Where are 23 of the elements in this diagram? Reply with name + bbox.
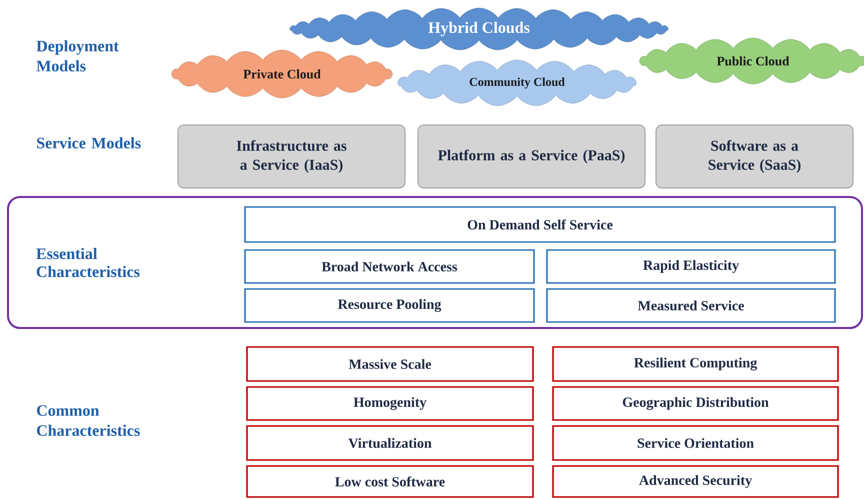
section-label: Common Characteristics: [37, 405, 140, 436]
cloud: Community Cloud: [398, 60, 636, 106]
characteristic-box: Broad Network Access: [244, 249, 535, 284]
characteristic-box: On Demand Self Service: [244, 206, 836, 243]
cloud: Private Cloud: [171, 50, 393, 98]
characteristic-box: Advanced Security: [552, 465, 839, 498]
characteristic-box: Homogenity: [246, 386, 534, 421]
characteristic-box: Rapid Elasticity: [546, 249, 836, 284]
cloud: Public Cloud: [639, 38, 864, 84]
characteristic-box: Resource Pooling: [244, 288, 535, 323]
characteristic-box: Virtualization: [246, 425, 534, 461]
characteristic-box: Massive Scale: [246, 346, 534, 382]
characteristic-box: Low cost Software: [246, 465, 534, 498]
section-label: Service Models: [37, 137, 141, 148]
service-box: Software as a Service (SaaS): [656, 124, 854, 188]
cloud: Hybrid Clouds: [290, 8, 668, 50]
characteristic-box: Measured Service: [546, 288, 836, 323]
characteristic-box: Resilient Computing: [552, 346, 839, 382]
characteristic-box: Service Orientation: [552, 425, 839, 461]
section-label: Deployment Models: [36, 40, 119, 72]
service-box: Infrastructure as a Service (IaaS): [178, 124, 406, 188]
service-box: Platform as a Service (PaaS): [418, 124, 646, 188]
characteristic-box: Geographic Distribution: [552, 386, 839, 421]
